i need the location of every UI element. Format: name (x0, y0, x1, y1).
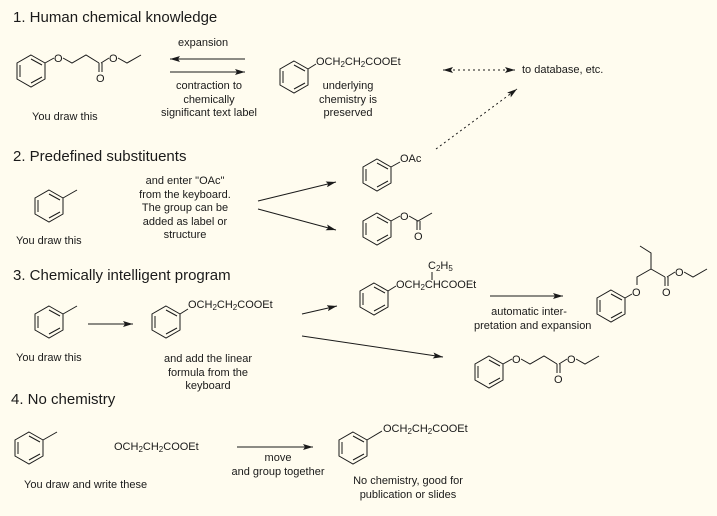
benzene-ring (338, 431, 368, 465)
benzene-ring (596, 289, 626, 323)
oxygen-atom: O (662, 287, 671, 299)
benzene-ring (359, 282, 389, 316)
reaction-arrow (257, 208, 337, 231)
expansion-caption: automatic inter- pretation and expansion (474, 306, 592, 332)
oxygen-atom: O (512, 354, 521, 366)
oxygen-atom: O (54, 53, 63, 65)
section-heading: 2. Predefined substituents (13, 148, 187, 165)
ester-skeletal-structure: O O O (474, 354, 600, 389)
phenyl-acetate-structure: O O (362, 211, 433, 246)
benzene-ring (362, 212, 392, 246)
section-heading: 3. Chemically intelligent program (13, 267, 231, 284)
toluene-structure (34, 189, 78, 223)
database-label: to database, etc. (522, 64, 604, 76)
linear-formula: OCH2CH2COOEt (188, 299, 273, 312)
branched-formula: OCH2CHCOOEt (396, 279, 477, 292)
oxygen-atom: O (567, 354, 576, 366)
expansion-label: expansion (178, 37, 229, 49)
ester-skeletal-structure: O O O (16, 53, 142, 88)
formula-caption: underlying chemistry is preserved (318, 80, 378, 119)
database-link-arrow (435, 88, 518, 150)
linear-formula: OCH2CH2COOEt (316, 56, 401, 69)
linear-formula: OCH2CH2COOEt (383, 423, 468, 436)
benzene-ring (151, 305, 181, 339)
branched-ester-skeletal-structure: O O O (596, 245, 708, 323)
section-heading: 4. No chemistry (11, 391, 116, 408)
section-heading: 1. Human chemical knowledge (13, 9, 218, 26)
oxygen-atom: O (675, 267, 684, 279)
oxygen-atom: O (400, 211, 409, 223)
drawn-caption: You draw this (16, 235, 82, 247)
branch-substituent: C2H5 (428, 260, 453, 273)
contraction-label: contraction to chemically significant te… (161, 80, 257, 119)
oxygen-atom: O (109, 53, 118, 65)
oxygen-atom: O (96, 73, 105, 85)
benzene-ring (16, 54, 46, 88)
result-caption: No chemistry, good for publication or sl… (353, 475, 463, 501)
benzene-ring (279, 60, 309, 94)
oxygen-atom: O (554, 374, 563, 386)
linear-formula: OCH2CH2COOEt (114, 441, 199, 454)
move-label: move and group together (231, 452, 325, 478)
benzene-ring (362, 158, 392, 192)
formula-caption: and add the linear formula from the keyb… (163, 353, 253, 392)
benzene-ring (474, 355, 504, 389)
instruction-text: and enter "OAc" from the keyboard. The g… (139, 175, 231, 241)
toluene-structure (34, 305, 78, 339)
reaction-arrow (257, 181, 337, 202)
oac-label: OAc (400, 153, 422, 165)
oxygen-atom: O (414, 231, 423, 243)
drawn-caption: You draw this (16, 352, 82, 364)
oxygen-atom: O (632, 287, 641, 299)
reaction-arrow (301, 335, 444, 359)
drawn-caption: You draw this (32, 111, 98, 123)
drawn-caption: You draw and write these (24, 479, 148, 491)
reaction-arrow (301, 305, 338, 315)
toluene-structure (14, 431, 58, 465)
